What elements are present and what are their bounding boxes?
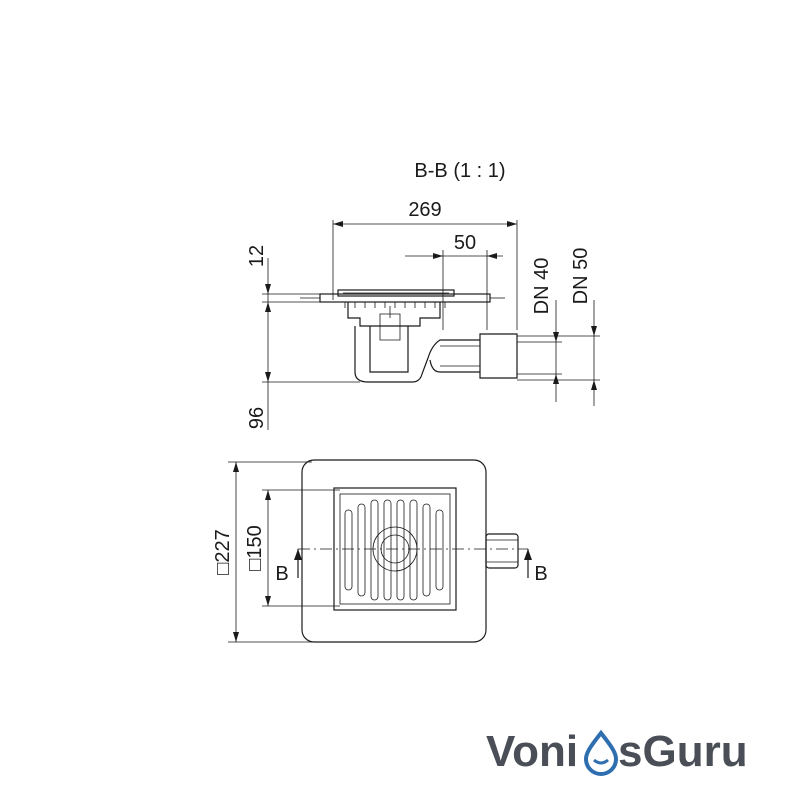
water-drop-icon — [583, 729, 619, 776]
logo-text-part1: Voni — [486, 727, 578, 776]
dim-pipe-dn50: DN 50 — [570, 248, 592, 305]
dim-inner-square: □150 — [244, 525, 266, 570]
dim-outer-square: □227 — [212, 529, 234, 574]
dim-grate-height: 12 — [246, 245, 268, 267]
section-title: B-B (1 : 1) — [414, 160, 505, 182]
section-mark-left: B — [275, 563, 288, 585]
logo-text-part2: sGuru — [618, 727, 748, 776]
dim-outlet-offset: 50 — [454, 232, 476, 254]
voniosguru-logo: Voni sGuru — [486, 727, 748, 776]
dim-pipe-dn40: DN 40 — [531, 258, 553, 315]
section-mark-right: B — [534, 563, 547, 585]
section-view: 269 50 12 96 — [246, 199, 600, 430]
dim-depth: 96 — [246, 407, 268, 429]
dim-width-overall: 269 — [408, 199, 441, 221]
plan-view: □227 □150 — [212, 459, 548, 643]
